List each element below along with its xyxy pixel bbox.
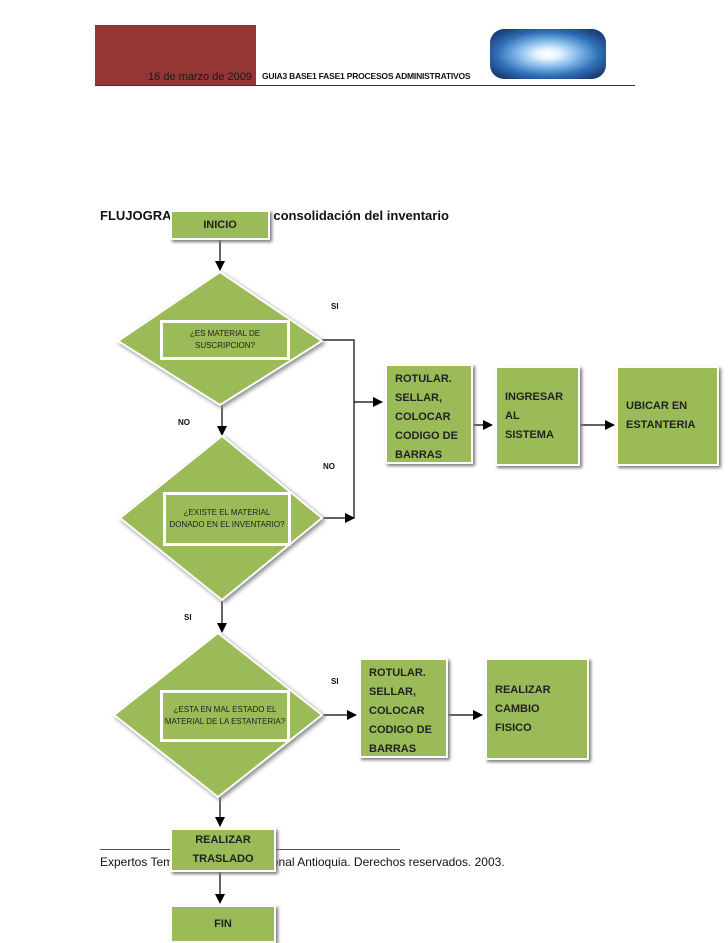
process-shelf-box: UBICAR EN ESTANTERIA xyxy=(616,366,719,466)
process-label-box-1: ROTULAR. SELLAR, COLOCAR CODIGO DE BARRA… xyxy=(385,364,473,464)
header-date-block: 16 de marzo de 2009 xyxy=(95,25,256,85)
end-box: FIN xyxy=(170,905,276,943)
header-divider xyxy=(95,85,635,86)
start-label: INICIO xyxy=(203,219,237,231)
process-transfer-text: REALIZAR TRASLADO xyxy=(192,834,254,865)
decision-diamond-2 xyxy=(118,434,324,602)
decision-diamond-3 xyxy=(112,631,324,799)
process-system-text: INGRESAR AL SISTEMA xyxy=(505,390,564,441)
process-transfer-box: REALIZAR TRASLADO xyxy=(170,828,276,872)
process-change-text: REALIZAR CAMBIO FISICO xyxy=(495,683,551,734)
end-label: FIN xyxy=(214,918,232,930)
header-date: 16 de marzo de 2009 xyxy=(148,71,252,83)
label-si-1: SI xyxy=(331,302,339,311)
label-si-3: SI xyxy=(331,677,339,686)
decision-2-label: ¿EXISTE EL MATERIAL DONADO EN EL INVENTA… xyxy=(163,492,291,546)
arrow-decision2-no xyxy=(322,402,355,519)
label-no-1: NO xyxy=(178,418,190,427)
decision-diamond-1 xyxy=(116,270,324,407)
process-label-box-2: ROTULAR. SELLAR, COLOCAR CODIGO DE BARRA… xyxy=(359,658,448,758)
process-label-2-text: ROTULAR. SELLAR, COLOCAR CODIGO DE BARRA… xyxy=(369,667,432,755)
process-change-box: REALIZAR CAMBIO FISICO xyxy=(485,658,589,760)
process-shelf-text: UBICAR EN ESTANTERIA xyxy=(626,400,696,431)
arrow-decision1-si xyxy=(322,339,383,407)
process-system-box: INGRESAR AL SISTEMA xyxy=(495,366,580,466)
decision-3-label: ¿ESTA EN MAL ESTADO EL MATERIAL DE LA ES… xyxy=(160,690,290,742)
label-si-2: SI xyxy=(184,613,192,622)
logo-image xyxy=(490,29,606,79)
start-box: INICIO xyxy=(170,210,270,240)
process-label-1-text: ROTULAR. SELLAR, COLOCAR CODIGO DE BARRA… xyxy=(395,373,458,461)
header-title: GUIA3 BASE1 FASE1 PROCESOS ADMINISTRATIV… xyxy=(262,71,471,81)
decision-1-label: ¿ES MATERIAL DE SUSCRIPCION? xyxy=(160,320,290,360)
label-no-2: NO xyxy=(323,462,335,471)
